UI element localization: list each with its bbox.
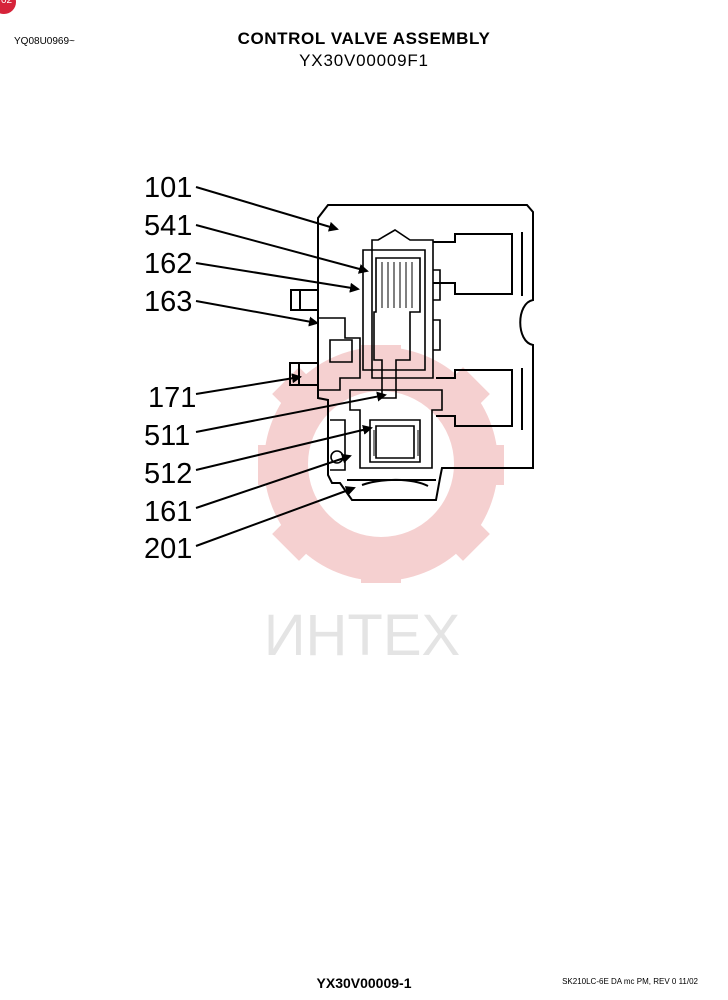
valve-body: [289, 204, 534, 501]
spool-assembly: [318, 229, 443, 471]
leader-162: [195, 262, 360, 293]
leader-lines: [195, 186, 387, 547]
callout-101: 101: [144, 172, 192, 204]
callout-171: 171: [148, 382, 196, 414]
page-subtitle: YX30V00009F1: [299, 51, 429, 70]
watermark-text: ИНТЕХ: [264, 603, 460, 668]
callout-163: 163: [144, 286, 192, 318]
callout-201: 201: [144, 533, 192, 565]
leader-541: [195, 224, 369, 274]
footer-page-id: YX30V00009-1: [316, 975, 412, 991]
leader-163: [195, 300, 319, 327]
callout-162: 162: [144, 248, 192, 280]
document-code: YQ08U0969~: [14, 36, 75, 47]
leader-201: [195, 486, 356, 547]
callout-161: 161: [144, 496, 192, 528]
callout-labels: 101 541 162 163 171 511 512 161 201: [144, 172, 196, 565]
leader-511: [195, 391, 387, 433]
page-badge-number: 02: [1, 0, 13, 6]
footer-revision: SK210LC-6E DA mc PM, REV 0 11/02: [562, 977, 698, 986]
watermark-gear-icon: [258, 345, 504, 583]
leader-171: [195, 373, 302, 395]
callout-512: 512: [144, 458, 192, 490]
leader-101: [195, 186, 339, 232]
page-title: CONTROL VALVE ASSEMBLY: [237, 29, 491, 48]
leader-512: [195, 425, 373, 471]
callout-511: 511: [144, 420, 190, 452]
leader-161: [195, 453, 352, 509]
callout-541: 541: [144, 210, 192, 242]
page-badge: 02: [0, 0, 16, 14]
